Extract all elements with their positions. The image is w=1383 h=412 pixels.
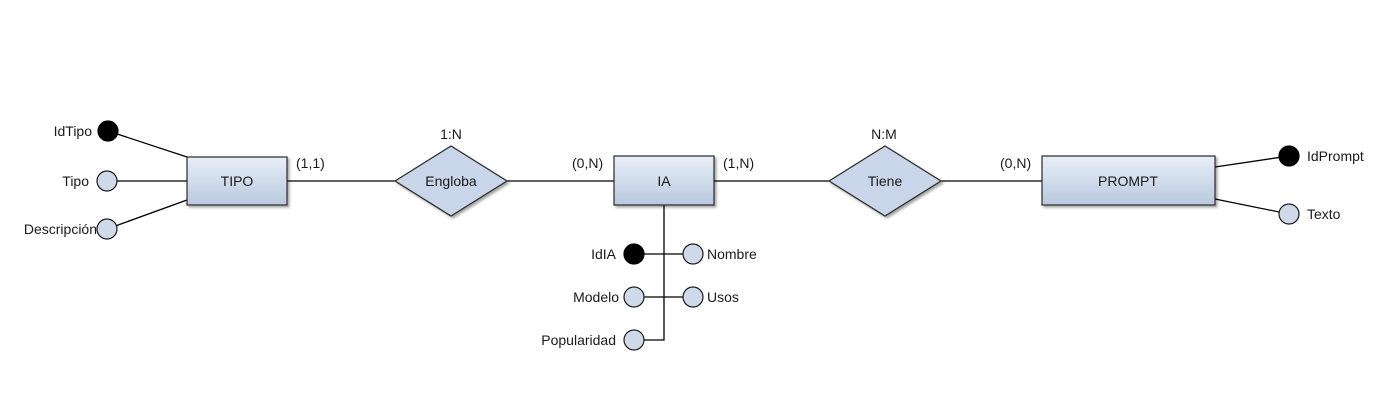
attribute-idia[interactable]: IdIA — [591, 243, 645, 265]
attribute-marker — [623, 329, 645, 351]
attribute-marker — [623, 286, 645, 308]
connector-ia-trunk — [634, 205, 665, 341]
participation-ia-engloba: (0,N) — [572, 155, 603, 171]
entity-ia[interactable]: IA — [613, 155, 715, 206]
attribute-usos[interactable]: Usos — [682, 286, 739, 308]
key-attribute-marker — [97, 120, 119, 142]
attribute-label: IdPrompt — [1307, 148, 1364, 164]
attribute-label: Nombre — [707, 246, 757, 262]
attribute-texto[interactable]: Texto — [1278, 203, 1341, 225]
relationship-engloba-diamond — [393, 145, 509, 217]
entity-tipo-label: TIPO — [221, 173, 254, 189]
connector-descripcion — [106, 199, 188, 230]
attribute-label: Texto — [1307, 206, 1341, 222]
key-attribute-marker — [1278, 145, 1300, 167]
participation-ia-tiene: (1,N) — [723, 155, 754, 171]
attribute-idprompt[interactable]: IdPrompt — [1278, 145, 1364, 167]
connectors — [106, 130, 1290, 341]
attribute-marker — [1278, 203, 1300, 225]
relationship-engloba-label: Engloba — [425, 173, 477, 189]
attribute-nombre[interactable]: Nombre — [682, 243, 757, 265]
entity-ia-box — [613, 155, 715, 206]
relationship-engloba-cardinality: 1:N — [440, 126, 462, 142]
attribute-label: Modelo — [573, 289, 619, 305]
entity-prompt-label: PROMPT — [1098, 173, 1158, 189]
attribute-label: Popularidad — [541, 332, 616, 348]
relationship-engloba[interactable]: Engloba 1:N — [393, 126, 509, 217]
attribute-label: Usos — [707, 289, 739, 305]
connector-idtipo — [107, 130, 188, 158]
attribute-marker — [96, 170, 118, 192]
attribute-marker — [96, 218, 118, 240]
attribute-popularidad[interactable]: Popularidad — [541, 329, 645, 351]
attribute-label: IdTipo — [54, 123, 93, 139]
attribute-label: Descripción — [24, 221, 97, 237]
attribute-descripcion[interactable]: Descripción — [24, 218, 118, 240]
relationship-tiene[interactable]: Tiene N:M — [827, 126, 943, 217]
attribute-label: Tipo — [62, 173, 89, 189]
participation-tipo-engloba: (1,1) — [296, 155, 325, 171]
entity-tipo-box — [186, 156, 288, 206]
entity-tipo[interactable]: TIPO — [186, 156, 288, 206]
participation-prompt-tiene: (0,N) — [1000, 155, 1031, 171]
entity-prompt[interactable]: PROMPT — [1041, 155, 1216, 206]
connector-idprompt — [1214, 155, 1290, 168]
entity-ia-label: IA — [657, 173, 671, 189]
key-attribute-marker — [623, 243, 645, 265]
attribute-label: IdIA — [591, 246, 617, 262]
attribute-marker — [682, 243, 704, 265]
relationship-tiene-label: Tiene — [868, 173, 903, 189]
attribute-modelo[interactable]: Modelo — [573, 286, 645, 308]
relationship-tiene-cardinality: N:M — [871, 126, 897, 142]
attribute-tipo[interactable]: Tipo — [62, 170, 118, 192]
entity-prompt-box — [1041, 155, 1216, 206]
attribute-marker — [682, 286, 704, 308]
relationship-tiene-diamond — [827, 145, 943, 217]
attribute-idtipo[interactable]: IdTipo — [54, 120, 119, 142]
connector-texto — [1214, 198, 1290, 215]
